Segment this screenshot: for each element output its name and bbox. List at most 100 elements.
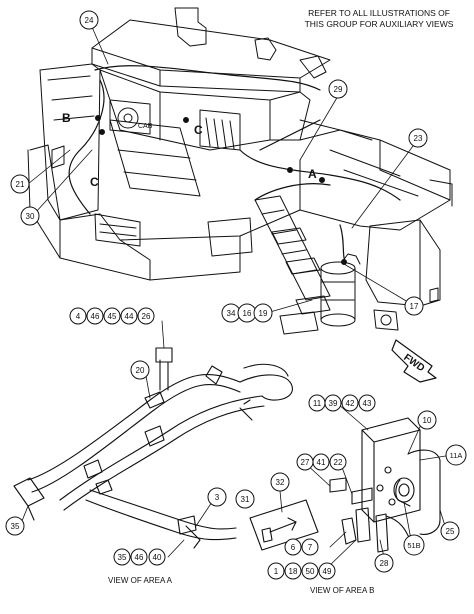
callout-c43: 43 — [358, 394, 376, 412]
callout-number: 29 — [334, 85, 343, 94]
callout-c1: 1 — [267, 562, 285, 580]
callout-c22: 22 — [329, 453, 347, 471]
callout-number: 17 — [410, 302, 419, 311]
callout-c17: 17 — [404, 296, 424, 316]
callout-c4: 4 — [69, 307, 87, 325]
callout-number: 41 — [317, 458, 326, 467]
callout-number: 21 — [16, 180, 25, 189]
caption-view-area-b: VIEW OF AREA B — [310, 586, 375, 595]
callout-c24: 24 — [79, 10, 99, 30]
callout-c39: 39 — [324, 394, 342, 412]
callout-circle — [130, 360, 150, 380]
callout-circle — [328, 79, 348, 99]
callout-number: 30 — [26, 212, 35, 221]
callout-number: 22 — [334, 458, 343, 467]
callout-number: 16 — [243, 309, 252, 318]
callout-number: 32 — [276, 478, 285, 487]
callout-number: 42 — [346, 399, 355, 408]
callout-c46a: 46 — [86, 307, 104, 325]
callout-c23: 23 — [408, 128, 428, 148]
callout-number: 34 — [227, 309, 236, 318]
callout-circle — [404, 296, 424, 316]
callout-number: 51B — [407, 541, 420, 550]
callout-c44: 44 — [120, 307, 138, 325]
callout-number: 10 — [423, 416, 432, 425]
callout-circle — [10, 174, 30, 194]
callout-number: 46 — [91, 312, 100, 321]
callout-circle — [417, 410, 437, 430]
callout-circle — [20, 206, 40, 226]
callout-circle — [267, 562, 285, 580]
callout-circle — [270, 472, 290, 492]
callout-c3: 3 — [207, 487, 227, 507]
callout-number: 35 — [11, 522, 20, 531]
caption-view-area-a: VIEW OF AREA A — [108, 576, 173, 585]
callout-c18: 18 — [284, 562, 302, 580]
callout-number: 4 — [76, 312, 81, 321]
callout-c51b: 51B — [403, 534, 425, 556]
callout-c46b: 46 — [130, 548, 148, 566]
callout-circle — [284, 562, 302, 580]
callout-circle — [312, 453, 330, 471]
callout-circle — [207, 487, 227, 507]
callout-number: 43 — [363, 399, 372, 408]
area-b-valve-assembly — [249, 417, 441, 553]
callout-c19: 19 — [253, 303, 273, 323]
callout-number: 24 — [85, 16, 94, 25]
callout-circle — [358, 394, 376, 412]
callout-number: 1 — [274, 567, 279, 576]
callout-c16: 16 — [237, 303, 257, 323]
callout-circle — [318, 562, 336, 580]
callout-number: 6 — [291, 543, 296, 552]
callout-number: 26 — [142, 312, 151, 321]
callout-c45: 45 — [103, 307, 121, 325]
callout-number: 11 — [313, 399, 322, 408]
area-label-b: B — [62, 111, 71, 125]
callout-circle — [130, 548, 148, 566]
reference-note: REFER TO ALL ILLUSTRATIONS OF THIS GROUP… — [290, 8, 468, 30]
callout-number: 11A — [450, 451, 463, 460]
callout-c35b: 35 — [113, 548, 131, 566]
callout-number: 28 — [380, 559, 389, 568]
callout-number: 50 — [306, 567, 315, 576]
callout-circle — [284, 538, 302, 556]
callout-number: 35 — [118, 553, 127, 562]
callout-circle — [301, 538, 319, 556]
callout-circle — [301, 562, 319, 580]
callout-number: 19 — [259, 309, 268, 318]
callout-c21: 21 — [10, 174, 30, 194]
callout-circle — [253, 303, 273, 323]
callout-c10: 10 — [417, 410, 437, 430]
callout-c28: 28 — [374, 553, 394, 573]
callout-c29: 29 — [328, 79, 348, 99]
callout-circle — [5, 516, 25, 536]
callout-number: 44 — [125, 312, 134, 321]
callout-c30: 30 — [20, 206, 40, 226]
callout-number: 3 — [215, 493, 220, 502]
reference-note-line-1: REFER TO ALL ILLUSTRATIONS OF — [308, 8, 450, 18]
callout-number: 7 — [308, 543, 313, 552]
callout-circle — [445, 444, 467, 466]
machine-illustration — [27, 7, 453, 383]
callout-c11a: 11A — [445, 444, 467, 466]
callout-number: 23 — [414, 134, 423, 143]
callout-c32: 32 — [270, 472, 290, 492]
callout-number: 25 — [446, 527, 455, 536]
callout-c27: 27 — [296, 453, 314, 471]
callout-c11: 11 — [308, 394, 326, 412]
callout-number: 40 — [153, 553, 162, 562]
callout-c40: 40 — [148, 548, 166, 566]
leader-lines-top — [27, 19, 414, 313]
callout-c31: 31 — [235, 489, 255, 509]
callout-number: 18 — [289, 567, 298, 576]
area-a-hose-assembly — [13, 347, 293, 549]
callout-c25: 25 — [440, 521, 460, 541]
callout-circle — [103, 307, 121, 325]
callout-circle — [324, 394, 342, 412]
callout-c20: 20 — [130, 360, 150, 380]
callout-c7: 7 — [301, 538, 319, 556]
callout-c49: 49 — [318, 562, 336, 580]
callout-circle — [148, 548, 166, 566]
callout-circle — [403, 534, 425, 556]
